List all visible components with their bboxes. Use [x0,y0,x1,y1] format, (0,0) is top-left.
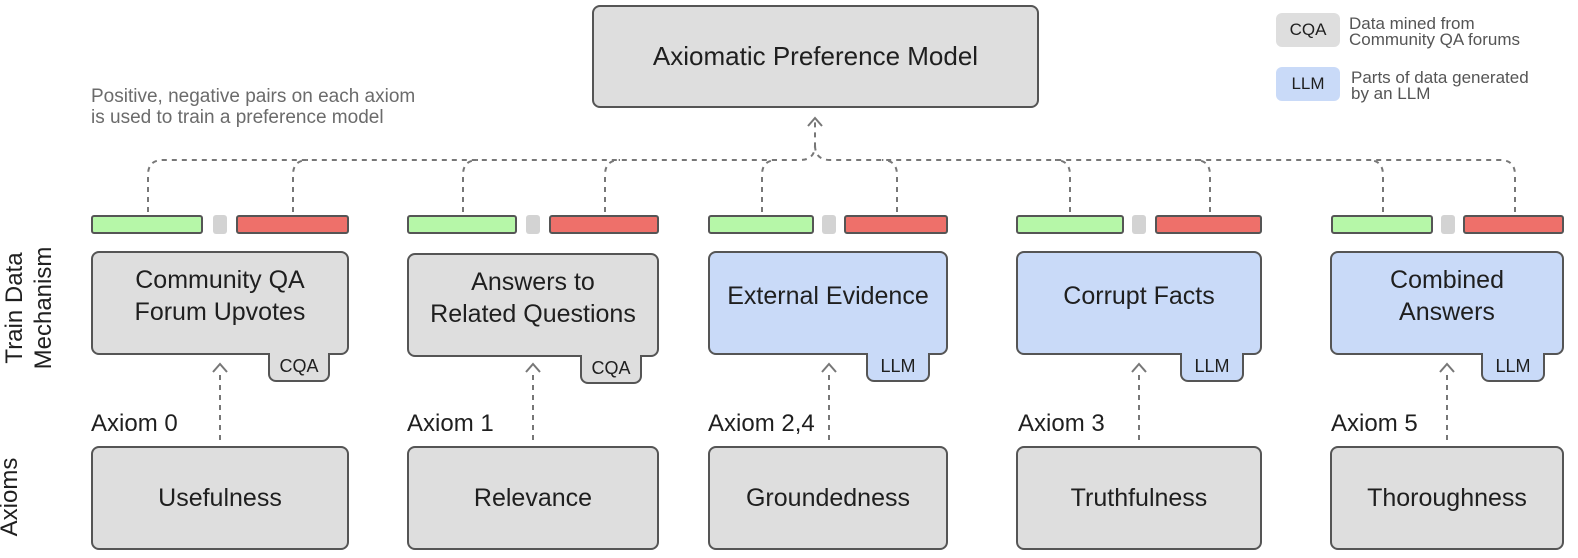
axiom-box: Usefulness [91,446,349,550]
mechanism-box: Corrupt Facts [1016,251,1262,355]
axiom-name: Usefulness [158,483,282,512]
axiomatic-preference-model-box: Axiomatic Preference Model [592,5,1039,108]
pair-separator [213,215,227,234]
negative-bar [549,215,659,234]
source-tag: LLM [1481,353,1545,382]
pair-separator [1441,215,1455,234]
mechanism-label: External Evidence [727,282,929,310]
positive-bar [1331,215,1433,234]
axiom-label: Axiom 0 [91,410,178,437]
legend-text-cqa: Data mined from Community QA forums [1349,14,1520,49]
model-label: Axiomatic Preference Model [652,41,979,71]
axiom-label: Axiom 5 [1331,410,1418,437]
negative-bar [236,215,349,234]
axiom-box: Thoroughness [1330,446,1564,550]
pair-separator [1132,215,1146,234]
positive-bar [708,215,814,234]
negative-bar [1155,215,1262,234]
positive-bar [91,215,203,234]
source-tag: LLM [866,353,930,382]
mechanism-box: Combined Answers [1330,251,1564,355]
pair-separator [526,215,540,234]
negative-bar [1463,215,1564,234]
mechanism-label: Community QA Forum Upvotes [134,266,306,326]
axiom-label: Axiom 3 [1018,410,1105,437]
mechanism-box: External Evidence [708,251,948,355]
axiom-label: Axiom 2,4 [708,410,815,437]
axiom-label: Axiom 1 [407,410,494,437]
source-tag: CQA [268,353,330,382]
source-tag: CQA [580,355,642,384]
row-label-mechanism: Train Data Mechanism [1,246,57,370]
mechanism-label: Combined Answers [1390,266,1504,326]
legend-chip-cqa: CQA [1276,13,1340,47]
axiom-name: Groundedness [745,483,910,512]
positive-bar [407,215,517,234]
negative-bar [844,215,948,234]
axiom-name: Truthfulness [1070,483,1208,512]
source-tag: LLM [1180,353,1244,382]
positive-bar [1016,215,1124,234]
legend-text-llm: Parts of data generated by an LLM [1351,68,1529,103]
row-label-axioms: Axioms [0,457,23,537]
pair-separator [822,215,836,234]
axiom-box: Truthfulness [1016,446,1262,550]
axiom-name: Relevance [473,483,593,512]
mechanism-box: Community QA Forum Upvotes [91,251,349,355]
mechanism-label: Answers to Related Questions [430,268,636,328]
axiom-box: Relevance [407,446,659,550]
legend-chip-llm: LLM [1276,67,1340,101]
mechanism-box: Answers to Related Questions [407,253,659,357]
axiom-box: Groundedness [708,446,948,550]
training-note: Positive, negative pairs on each axiom i… [91,86,416,128]
mechanism-label: Corrupt Facts [1063,282,1215,310]
axiom-name: Thoroughness [1367,483,1527,512]
